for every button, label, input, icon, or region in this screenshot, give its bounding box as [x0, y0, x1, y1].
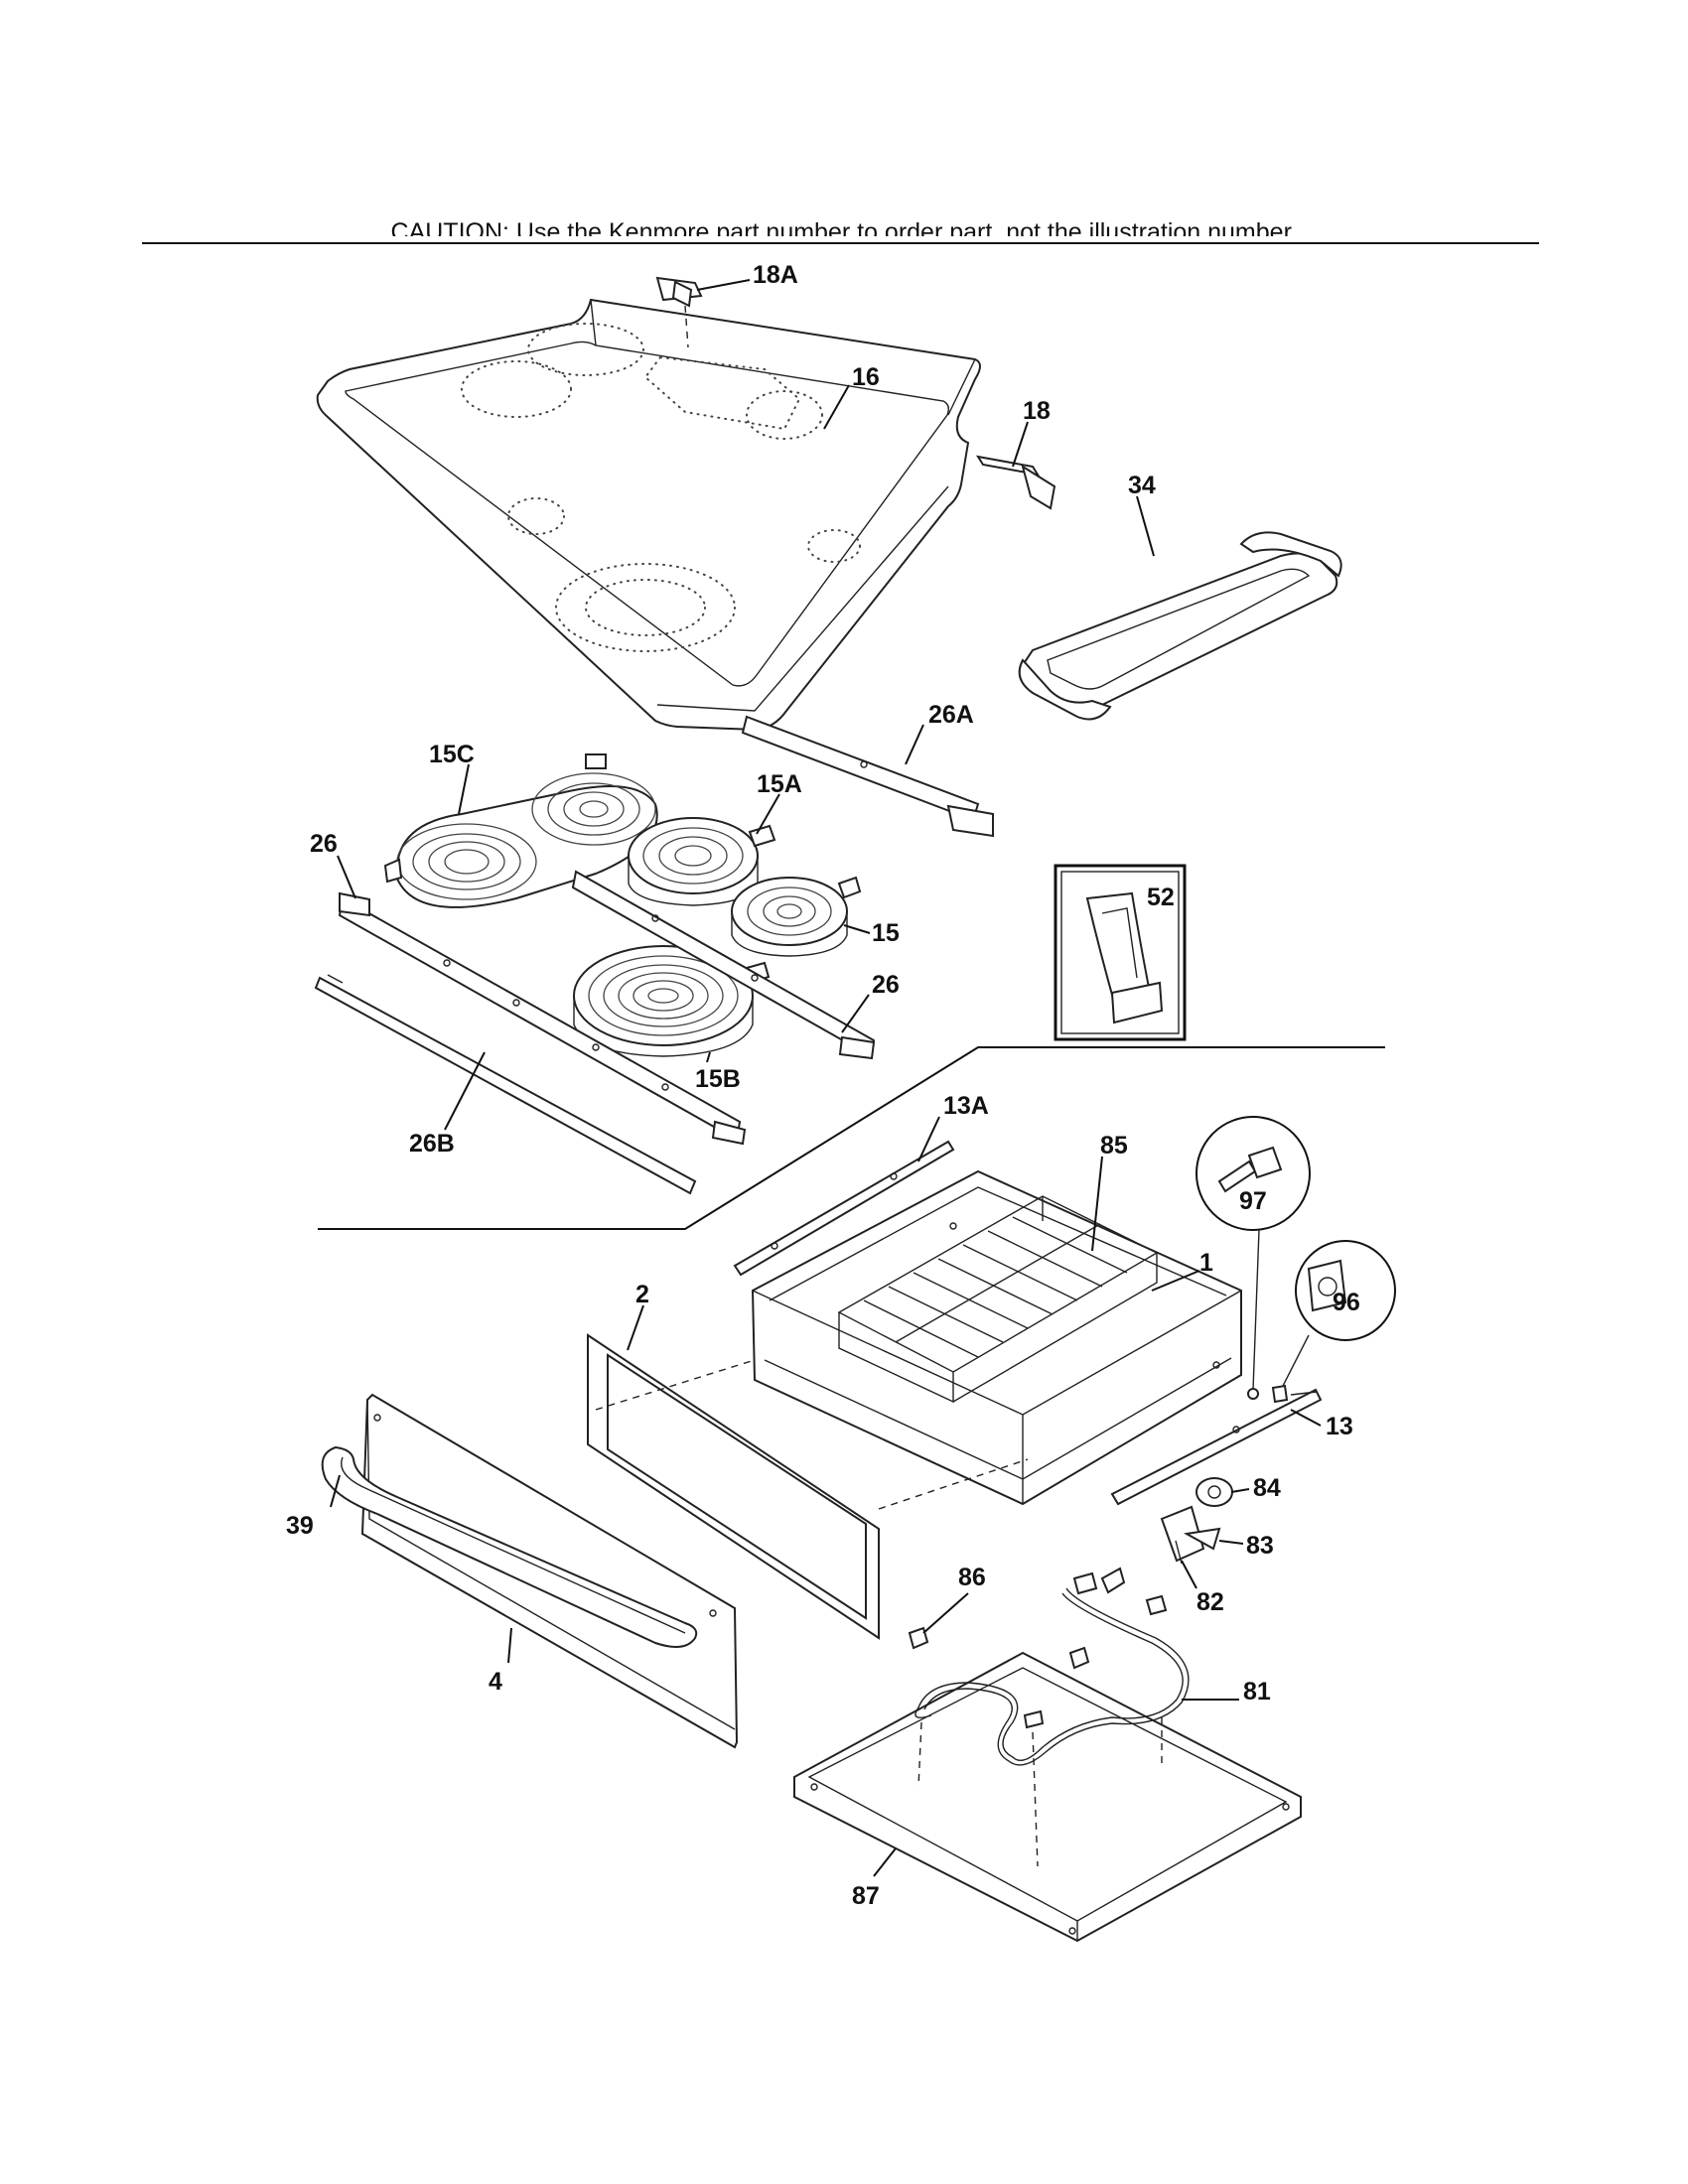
rail-26-right-part: [571, 870, 876, 1060]
caution-suffix: , not the illustration number.: [992, 218, 1298, 236]
callout-97: 97: [1239, 1187, 1267, 1215]
section-divider: [318, 1046, 1385, 1230]
callout-52: 52: [1147, 884, 1175, 911]
callout-83: 83: [1246, 1532, 1274, 1560]
callout-26a: 26A: [928, 701, 974, 729]
callout-34: 34: [1128, 472, 1156, 499]
inset-52-box: [1054, 864, 1187, 1041]
caution-prefix: CAUTION: Use the Kenmore part number to …: [390, 218, 950, 236]
callout-15b: 15B: [695, 1065, 741, 1093]
callout-82: 82: [1196, 1588, 1224, 1616]
callout-labels: 18A 16 18 34 26A 15C 15A 26 15 52 26 15B…: [286, 261, 1360, 1910]
slide-13-part: [1110, 1388, 1323, 1506]
cooktop-glass-part: [316, 298, 981, 732]
callout-16: 16: [852, 363, 880, 391]
rack-85-part: [837, 1195, 1159, 1404]
switch-assembly-part: [1160, 1477, 1233, 1565]
caution-note: CAUTION: Use the Kenmore part number to …: [0, 206, 1688, 236]
handle-39-part: [321, 1445, 698, 1648]
support-bar-26a-part: [741, 715, 994, 838]
callout-26b: 26B: [409, 1130, 455, 1158]
slide-13a-part: [733, 1140, 955, 1277]
rail-26-left-part: [338, 891, 747, 1146]
callout-18: 18: [1023, 397, 1051, 425]
callout-87: 87: [852, 1882, 880, 1910]
element-15a-part: [628, 817, 776, 906]
callout-85: 85: [1100, 1132, 1128, 1160]
element-15b-part: [573, 945, 771, 1057]
callout-18a: 18A: [753, 261, 798, 289]
door-frame-2-part: [587, 1333, 1029, 1640]
callout-84: 84: [1253, 1474, 1281, 1502]
callout-26-right: 26: [872, 971, 900, 999]
heating-element-81-part: [914, 1571, 1190, 1867]
callout-1: 1: [1199, 1249, 1213, 1277]
griddle-part: [1018, 531, 1342, 721]
callout-96: 96: [1333, 1289, 1360, 1316]
callout-2: 2: [635, 1281, 649, 1308]
clips-86-part: [908, 1567, 1168, 1670]
callout-81: 81: [1243, 1678, 1271, 1706]
trim-26b-part: [314, 974, 697, 1195]
element-15-part: [731, 876, 862, 957]
callout-39: 39: [286, 1512, 314, 1540]
screw-97-detail: [1196, 1116, 1311, 1400]
leader-lines: [330, 279, 1322, 1877]
callout-4: 4: [489, 1668, 502, 1696]
bracket-18-part: [975, 455, 1056, 510]
callout-15c: 15C: [429, 741, 475, 768]
callout-15: 15: [872, 919, 900, 947]
bracket-18a-part: [655, 276, 703, 348]
drawer-body-1-part: [751, 1169, 1242, 1506]
caution-part-link[interactable]: part: [949, 218, 993, 236]
callout-86: 86: [958, 1564, 986, 1591]
callout-15a: 15A: [757, 770, 802, 798]
clip-96-detail: [1271, 1240, 1396, 1404]
bridge-element-15c-part: [383, 753, 658, 908]
callout-13: 13: [1326, 1413, 1353, 1440]
callout-13a: 13A: [943, 1092, 989, 1120]
callout-26-left: 26: [310, 830, 338, 858]
